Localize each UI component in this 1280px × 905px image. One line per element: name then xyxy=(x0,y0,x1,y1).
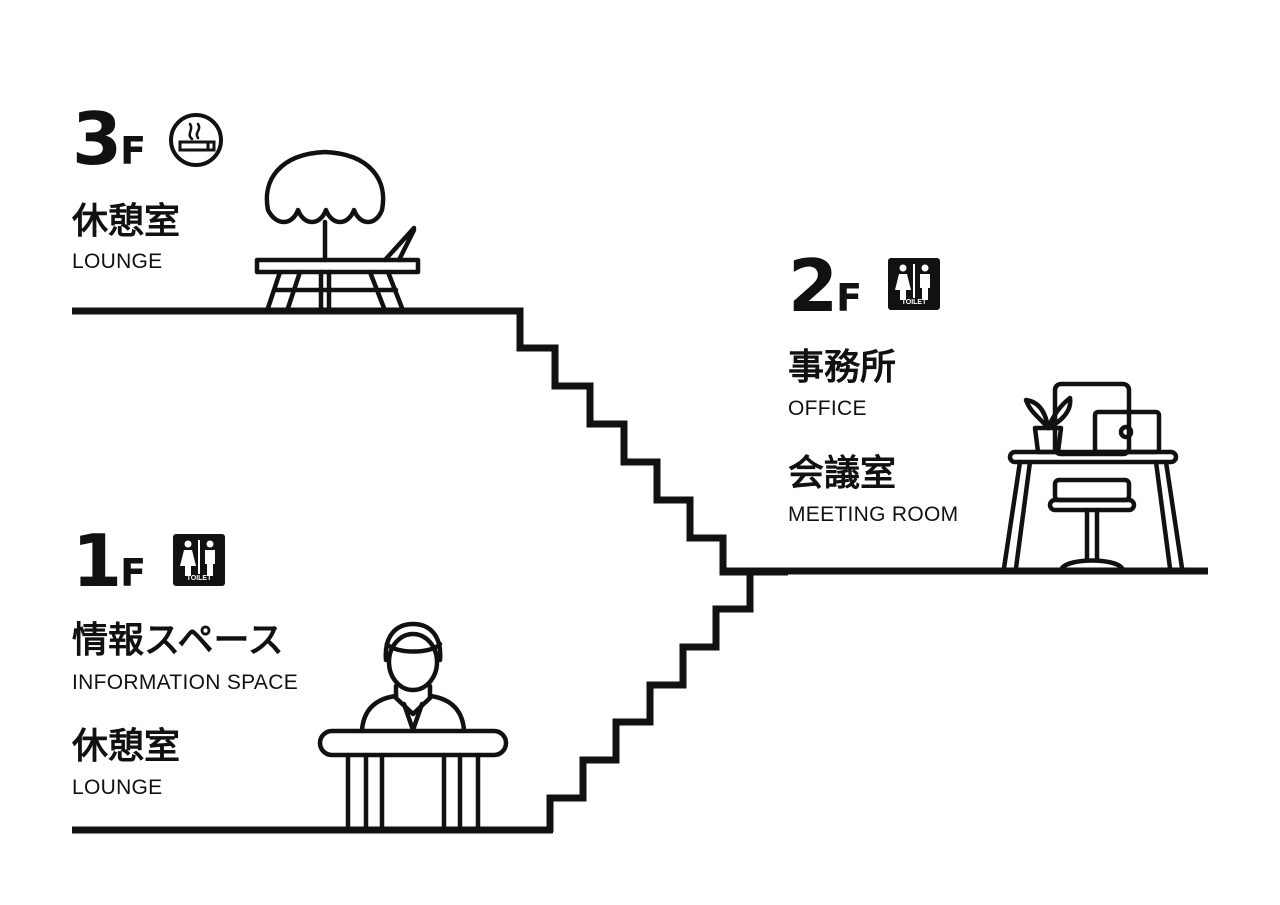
room-name-en: MEETING ROOM xyxy=(788,503,959,526)
floor-number: 3 xyxy=(72,97,122,181)
toilet-figures-icon xyxy=(895,264,930,300)
room-name-en: OFFICE xyxy=(788,397,867,420)
floor-label-3f: 3F xyxy=(72,103,146,187)
desk-chair-laptop-icon xyxy=(1001,381,1185,571)
toilet-icon: TOILET xyxy=(173,534,225,586)
floor-label-2f: 2F xyxy=(788,250,862,334)
floor-suffix: F xyxy=(836,276,863,320)
room-name-ja: 会議室 xyxy=(788,453,897,494)
reception-person-icon xyxy=(317,621,509,831)
toilet-icon: TOILET xyxy=(888,258,940,310)
picnic-table-umbrella-icon xyxy=(254,149,421,311)
room-name-en: LOUNGE xyxy=(72,776,163,799)
toilet-figures-icon xyxy=(180,540,215,576)
room-name-en: LOUNGE xyxy=(72,250,163,273)
room-name-ja: 休憩室 xyxy=(72,726,181,767)
floor-suffix: F xyxy=(120,551,147,595)
toilet-caption: TOILET xyxy=(186,575,212,582)
room-name-ja: 事務所 xyxy=(788,347,897,388)
toilet-caption: TOILET xyxy=(901,299,927,306)
floor-label-1f: 1F xyxy=(72,525,146,609)
stairs-2f-to-1f xyxy=(546,572,754,832)
floor-number: 2 xyxy=(788,244,838,328)
room-name-ja: 休憩室 xyxy=(72,201,181,242)
floor-number: 1 xyxy=(72,519,122,603)
smoking-icon xyxy=(169,113,223,167)
floor-suffix: F xyxy=(120,129,147,173)
room-name-en: INFORMATION SPACE xyxy=(72,671,298,694)
stairs-3f-to-2f xyxy=(485,307,788,576)
room-name-ja: 情報スペース xyxy=(72,620,284,661)
